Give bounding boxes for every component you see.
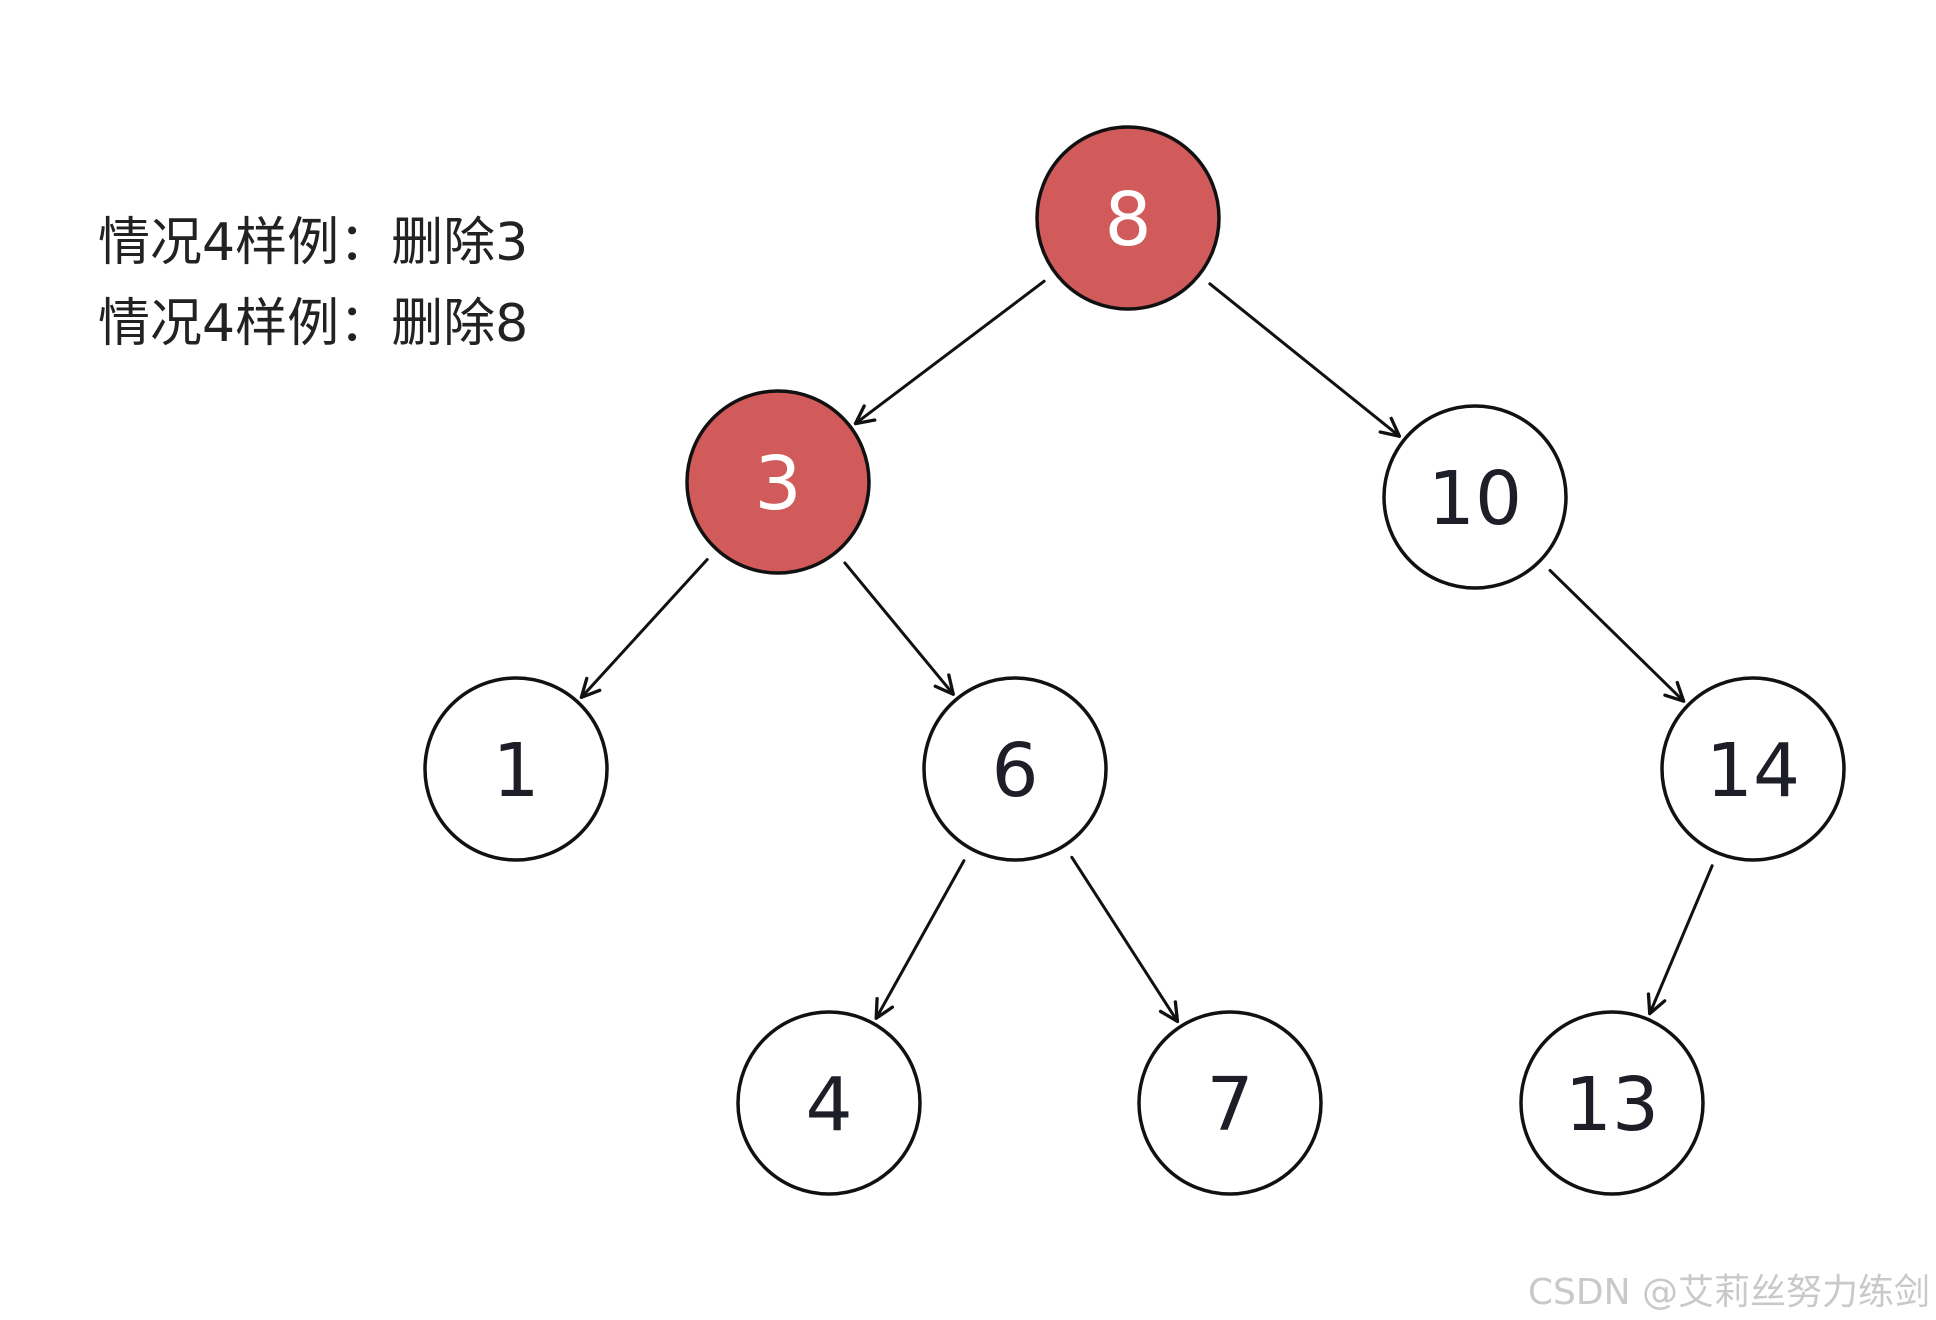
- node-label-7: 7: [1206, 1062, 1253, 1148]
- tree-node-3: 3: [685, 389, 871, 575]
- node-label-6: 6: [991, 728, 1038, 814]
- node-label-1: 1: [492, 728, 539, 814]
- node-circle-8: [1035, 125, 1221, 311]
- watermark: CSDN @艾莉丝努力练剑: [1527, 1272, 1930, 1313]
- node-label-4: 4: [805, 1062, 852, 1148]
- case-caption-delete-8: 情况4样例：删除8: [98, 294, 529, 354]
- tree-node-13: 13: [1519, 1010, 1705, 1196]
- tree-node-1: 1: [423, 676, 609, 862]
- node-circle-10: [1382, 404, 1568, 590]
- node-label-13: 13: [1565, 1062, 1659, 1148]
- tree-node-7: 7: [1137, 1010, 1323, 1196]
- edge-arrow-3-to-1: [579, 558, 709, 700]
- node-circle-13: [1519, 1010, 1705, 1196]
- tree-node-4: 4: [736, 1010, 922, 1196]
- tree-nodes: 8 3 10 1 6 14 4 7 13: [423, 125, 1846, 1196]
- edge-arrow-10-to-14: [1548, 568, 1686, 703]
- node-label-14: 14: [1706, 728, 1800, 814]
- edge-arrow-8-to-3: [853, 279, 1046, 426]
- tree-node-10: 10: [1382, 404, 1568, 590]
- node-label-3: 3: [754, 441, 801, 527]
- node-circle-14: [1660, 676, 1846, 862]
- node-circle-7: [1137, 1010, 1323, 1196]
- tree-node-14: 14: [1660, 676, 1846, 862]
- edge-arrow-6-to-4: [874, 859, 966, 1020]
- edge-arrow-14-to-13: [1646, 864, 1714, 1016]
- tree-edges: [579, 279, 1714, 1024]
- edge-arrow-8-to-10: [1208, 282, 1402, 438]
- node-circle-3: [685, 389, 871, 575]
- node-circle-1: [423, 676, 609, 862]
- edge-arrow-3-to-6: [843, 561, 955, 696]
- tree-node-8: 8: [1035, 125, 1221, 311]
- node-label-8: 8: [1104, 177, 1151, 263]
- tree-node-6: 6: [922, 676, 1108, 862]
- node-circle-4: [736, 1010, 922, 1196]
- node-circle-6: [922, 676, 1108, 862]
- edge-arrow-6-to-7: [1070, 855, 1180, 1024]
- case-caption-delete-3: 情况4样例：删除3: [98, 213, 529, 273]
- node-label-10: 10: [1428, 456, 1522, 542]
